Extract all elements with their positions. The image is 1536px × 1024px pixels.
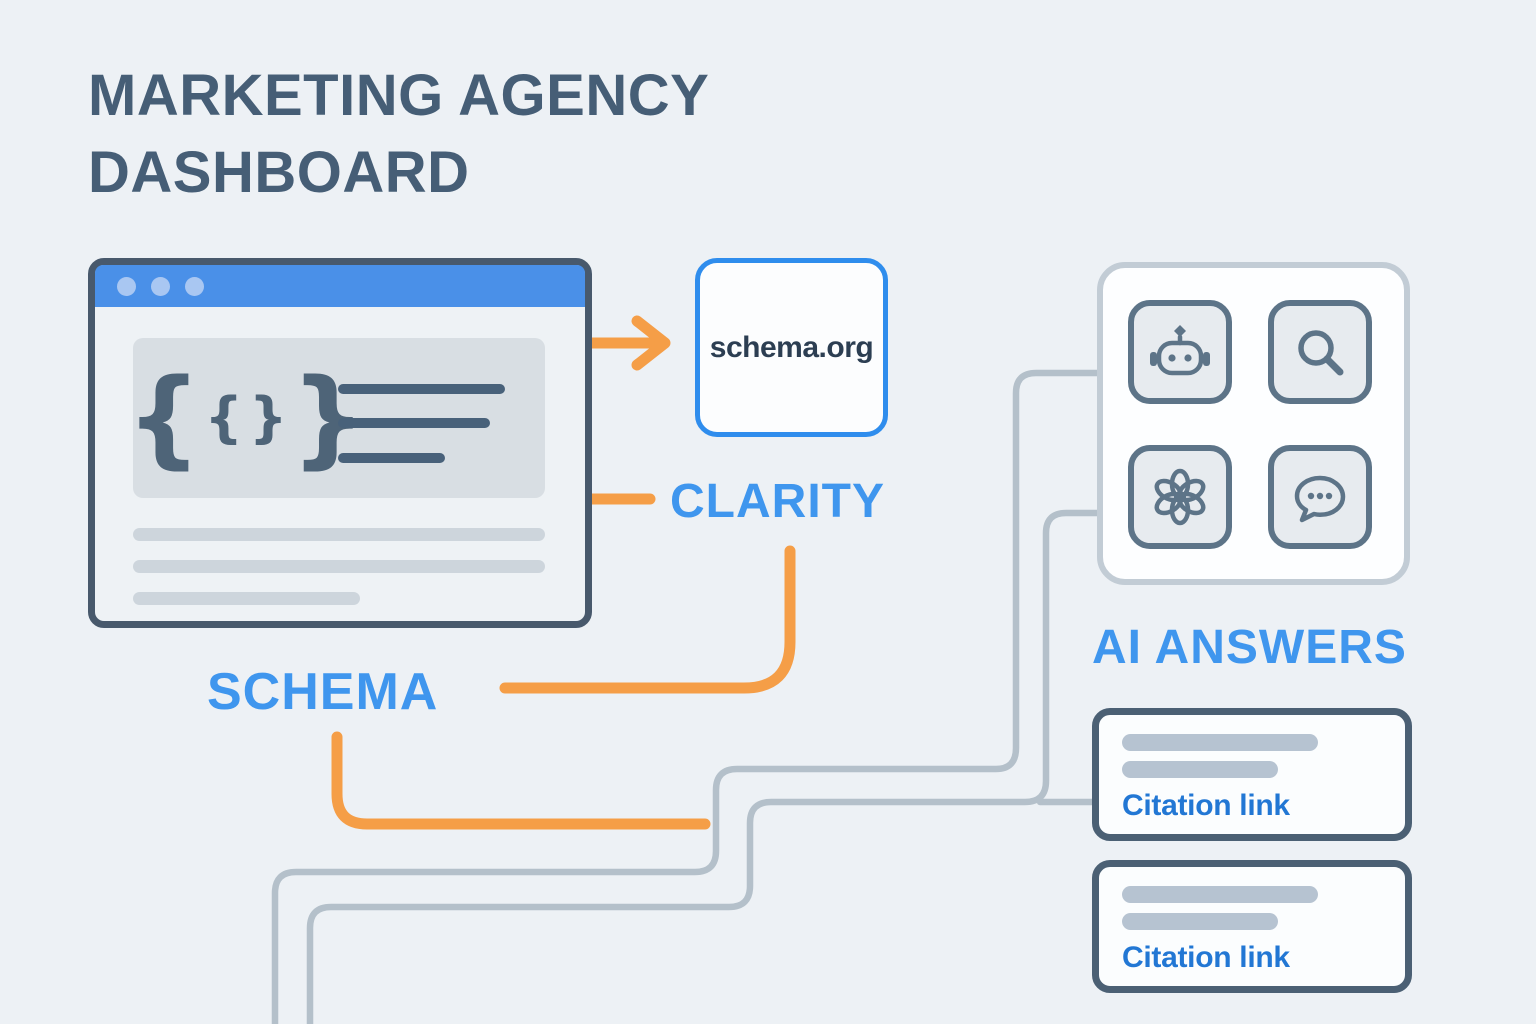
code-line (338, 418, 490, 428)
window-dot-icon (185, 276, 204, 296)
clarity-label: CLARITY (670, 475, 885, 528)
text-placeholder-bar (1122, 734, 1318, 751)
text-placeholder-bar (1122, 761, 1278, 778)
text-placeholder-bar (1122, 886, 1318, 903)
page-title: MARKETING AGENCY DASHBOARD (88, 63, 709, 205)
search-icon (1298, 330, 1344, 376)
window-dot-icon (117, 276, 136, 296)
text-placeholder-bar (133, 528, 545, 541)
json-braces-icon: {{}} (126, 356, 366, 479)
ai-answers-label: AI ANSWERS (1092, 621, 1407, 674)
connector-clarity-to-schema (499, 545, 796, 694)
browser-window: {{}} (88, 258, 592, 628)
gray-connectors (271, 369, 1104, 1024)
citation-card: Citation link (1092, 860, 1412, 993)
arrow-head-icon (631, 315, 671, 371)
browser-title-bar (95, 265, 585, 307)
schema-org-node: schema.org (695, 258, 888, 437)
connector-ai-panel-top (271, 369, 1104, 1024)
chat-tile (1268, 445, 1372, 549)
openai-tile (1128, 445, 1232, 549)
chat-bubble-icon (1294, 475, 1346, 523)
connector-ai-panel-bottom (306, 509, 1104, 1024)
robot-icon (1150, 325, 1210, 376)
schema-org-label: schema.org (709, 330, 874, 364)
text-placeholder-bar (133, 560, 545, 573)
schema-label: SCHEMA (207, 663, 439, 721)
code-line (338, 384, 505, 394)
connector-schema-down (331, 731, 711, 830)
orange-connectors (331, 315, 796, 830)
text-placeholder-bar (1122, 913, 1278, 930)
schema-code-block: {{}} (126, 338, 545, 498)
window-dot-icon (151, 276, 170, 296)
openai-icon (1154, 468, 1206, 526)
citation-link[interactable]: Citation link (1122, 941, 1290, 974)
citation-link[interactable]: Citation link (1122, 789, 1290, 822)
text-placeholder-bar (133, 592, 360, 605)
ai-engines-panel (1097, 262, 1410, 585)
citation-card: Citation link (1092, 708, 1412, 841)
code-line (338, 453, 445, 463)
search-tile (1268, 300, 1372, 404)
robot-tile (1128, 300, 1232, 404)
